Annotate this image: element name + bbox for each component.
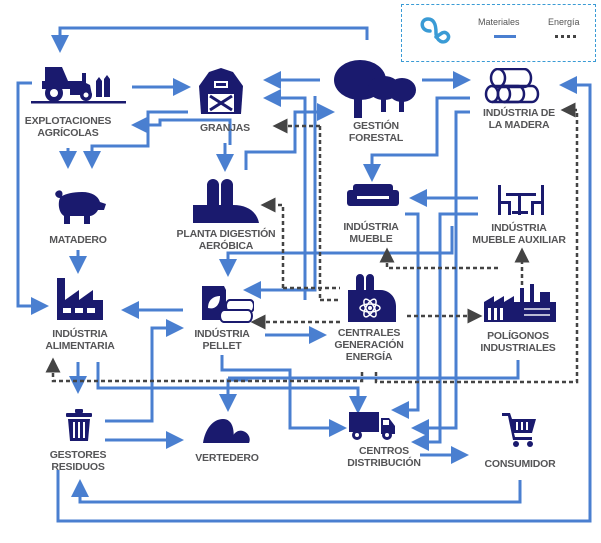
truck-icon — [349, 412, 395, 440]
legend-dotted-line — [555, 35, 576, 38]
node-explotaciones-label: EXPLOTACIONES AGRÍCOLAS — [24, 115, 112, 139]
trees-icon — [334, 60, 416, 118]
alimentaria-line1: INDÚSTRIA — [52, 328, 108, 340]
auxiliar-line1: INDÚSTRIA — [491, 222, 547, 234]
node-vertedero-label: VERTEDERO — [195, 452, 259, 464]
flow-forestal-to-pellet — [243, 96, 317, 299]
gestores-line1: GESTORES — [49, 449, 107, 461]
distribucion-line1: CENTROS — [359, 445, 409, 457]
planta-line2: AERÓBICA — [198, 240, 254, 252]
gestores-line2: RESIDUOS — [51, 461, 105, 473]
sofa-icon — [347, 184, 399, 206]
flow-pellet-to-distribucion — [220, 355, 347, 437]
node-consumidor-label: CONSUMIDOR — [485, 458, 556, 470]
explotaciones-line1: EXPLOTACIONES — [24, 115, 112, 127]
centrales-line2: GENERACIÓN — [334, 339, 404, 351]
energy-to-madera — [374, 102, 579, 384]
trash-icon — [66, 409, 92, 441]
poligonos-line2: INDUSTRIALES — [480, 342, 556, 354]
energy-to-planta — [260, 197, 285, 288]
node-mueble-auxiliar-label: INDÚSTRIA MUEBLE AUXILIAR — [472, 222, 566, 246]
node-industria-mueble-label: INDÚSTRIA MUEBLE — [343, 221, 399, 245]
node-granjas-label: GRANJAS — [200, 122, 250, 134]
explotaciones-line2: AGRÍCOLAS — [37, 127, 99, 139]
legend-solid-line — [494, 35, 516, 38]
matadero-line1: MATADERO — [49, 234, 107, 246]
flow-gestores-to-pellet — [105, 319, 184, 423]
consumidor-line1: CONSUMIDOR — [484, 458, 556, 470]
barn-icon — [199, 68, 243, 114]
mueble-line2: MUEBLE — [349, 233, 393, 245]
pellet-bag-icon — [202, 286, 254, 323]
flow-granjas-to-explotaciones-label — [131, 116, 232, 145]
node-gestion-forestal-label: GESTIÓN FORESTAL — [349, 120, 403, 144]
logs-icon — [484, 68, 540, 104]
vertedero-line1: VERTEDERO — [195, 452, 259, 464]
alimentaria-line2: ALIMENTARIA — [45, 340, 115, 352]
pellet-line1: INDÚSTRIA — [194, 328, 250, 340]
node-centrales-label: CENTRALES GENERACIÓN ENERGÍA — [334, 327, 403, 363]
energy-to-alimentaria — [45, 357, 364, 383]
node-industria-alimentaria-label: INDÚSTRIA ALIMENTARIA — [45, 328, 115, 352]
forestal-line2: FORESTAL — [348, 132, 404, 144]
energy-to-mueble — [379, 247, 498, 270]
node-gestores-residuos-label: GESTORES RESIDUOS — [50, 449, 107, 473]
flow-mueble-to-pellet — [391, 212, 420, 419]
pellet-line2: PELLET — [202, 340, 242, 352]
mueble-line1: INDÚSTRIA — [343, 221, 399, 233]
flow-forestal-to-explotaciones — [51, 26, 369, 53]
flow-poligonos-down — [228, 360, 520, 380]
node-centros-distribucion-label: CENTROS DISTRIBUCIÓN — [347, 445, 421, 469]
digester-plant-icon — [193, 179, 259, 223]
energy-flows — [45, 102, 579, 384]
poligonos-line1: POLÍGONOS — [487, 330, 549, 342]
landfill-rocks-icon — [203, 419, 250, 443]
node-planta-digestion-label: PLANTA DIGESTIÓN AERÓBICA — [177, 228, 276, 252]
factory-icon — [57, 278, 103, 320]
distribucion-line2: DISTRIBUCIÓN — [347, 457, 421, 469]
flow-to-vertedero — [219, 378, 248, 412]
flow-explotaciones-to-alimentaria — [16, 81, 49, 315]
centrales-line3: ENERGÍA — [345, 351, 393, 363]
legend: Materiales Energía — [401, 4, 596, 62]
pig-icon — [55, 190, 106, 224]
node-matadero-label: MATADERO — [49, 234, 107, 246]
flow-consumidor-to-gestores — [71, 479, 522, 504]
granjas-line1: GRANJAS — [200, 122, 250, 134]
flow-auxiliar-to-distribucion — [411, 212, 478, 451]
flow-granjas-to-explotaciones — [83, 110, 188, 169]
node-poligonos-label: POLÍGONOS INDUSTRIALES — [480, 330, 555, 354]
flow-madera-to-distribucion — [411, 110, 470, 437]
legend-materiales-label: Materiales — [478, 17, 520, 27]
madera-line2: LA MADERA — [488, 119, 550, 131]
planta-line1: PLANTA DIGESTIÓN — [176, 228, 276, 240]
flow-mueble-to-pellet-2 — [219, 226, 454, 277]
auxiliar-line2: MUEBLE AUXILIAR — [472, 234, 566, 246]
industrial-park-icon — [484, 284, 556, 322]
node-industria-pellet-label: INDÚSTRIA PELLET — [194, 328, 250, 352]
flow-forestal-to-granjas-2 — [263, 89, 307, 300]
power-plant-icon — [348, 274, 396, 322]
node-industria-madera-label: INDÚSTRIA DE LA MADERA — [483, 107, 555, 131]
shopping-cart-icon — [502, 413, 536, 447]
table-chairs-icon — [498, 185, 544, 215]
forestal-line1: GESTIÓN — [353, 120, 399, 132]
flow-madera-to-mueble — [363, 96, 470, 182]
flow-planta-to-forestal — [244, 103, 335, 170]
circular-economy-logo-icon — [420, 17, 451, 44]
flow-consumer-loop-to-madera — [56, 76, 592, 523]
material-flows — [16, 26, 592, 523]
centrales-line1: CENTRALES — [337, 327, 401, 339]
tractor-icon — [31, 67, 126, 104]
madera-line1: INDÚSTRIA DE — [483, 107, 555, 119]
legend-energia-label: Energía — [548, 17, 580, 27]
